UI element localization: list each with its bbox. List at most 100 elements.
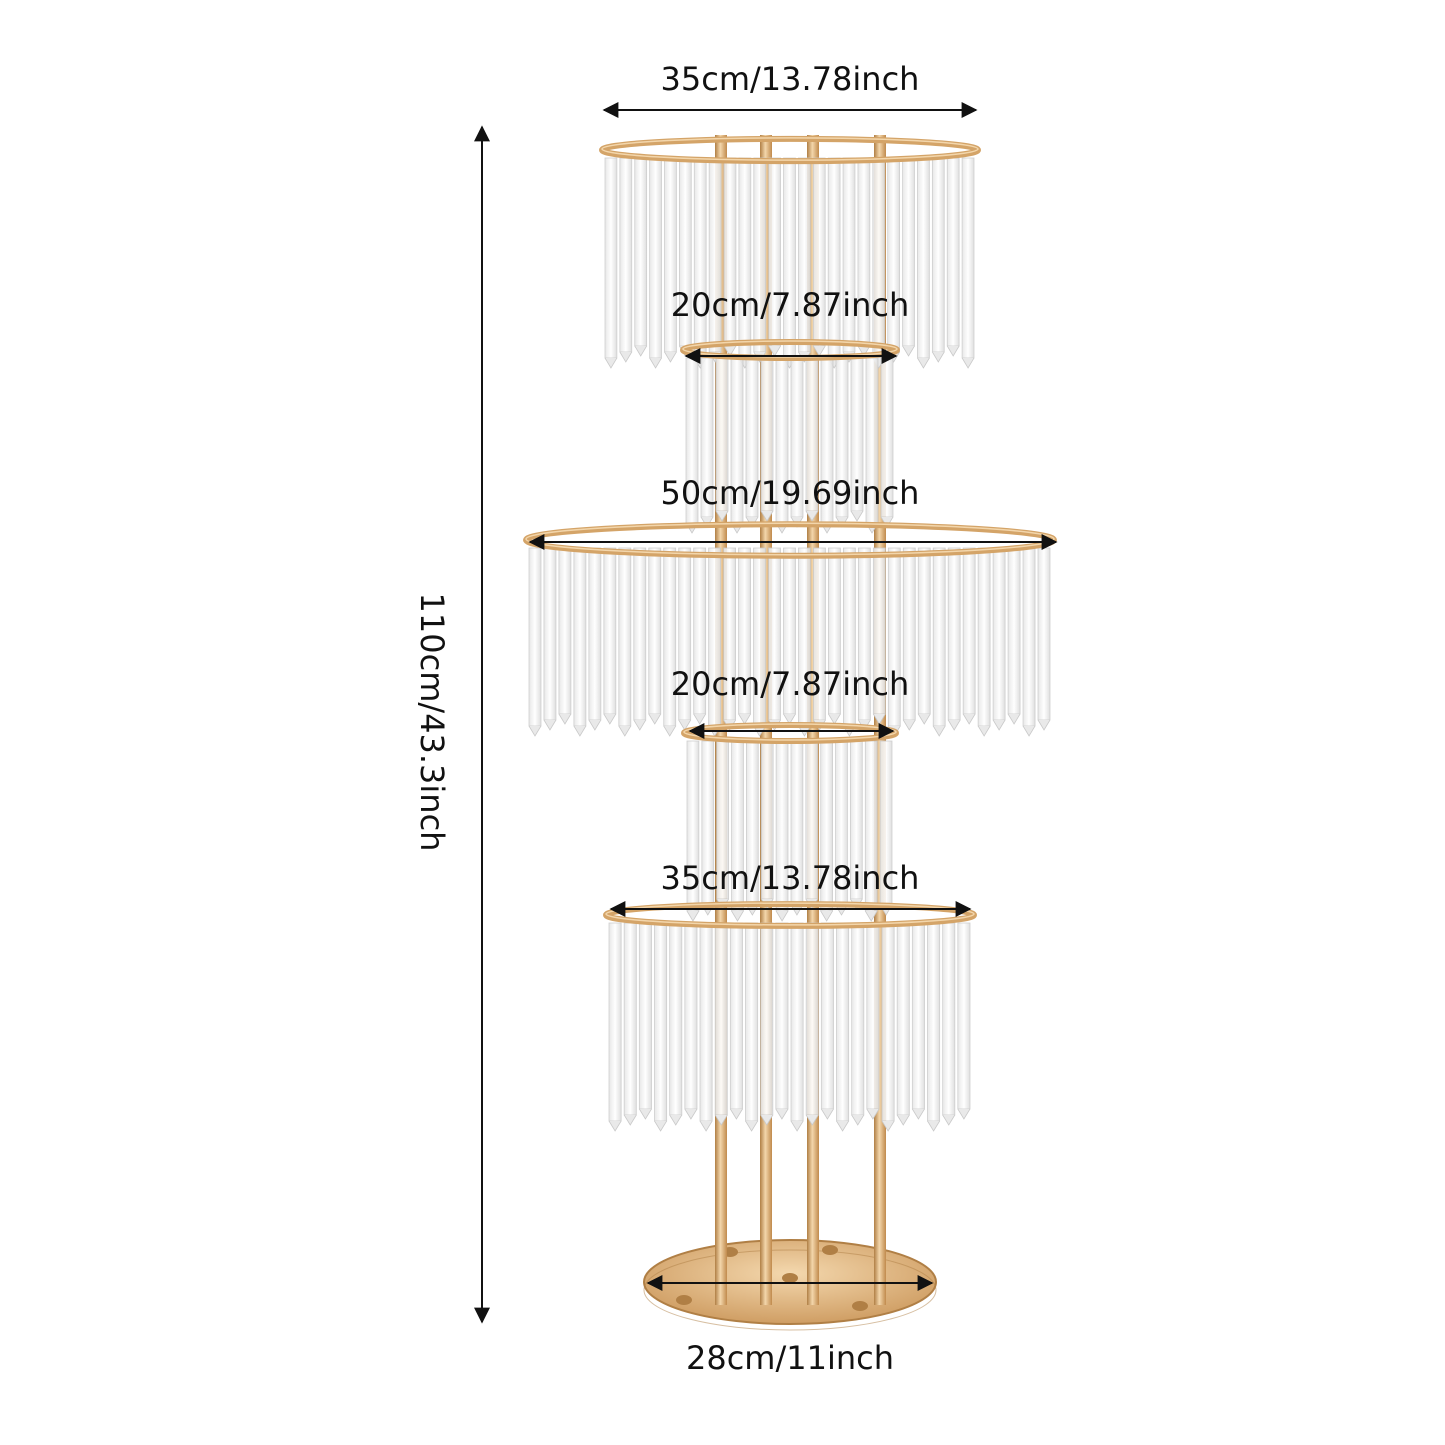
crystal-prism xyxy=(649,157,662,359)
crystal-prism xyxy=(604,157,618,359)
base-width-label: 28cm/11inch xyxy=(685,1339,895,1377)
crystal-prism xyxy=(790,922,804,1122)
crystal-prism xyxy=(684,922,698,1110)
crystal-tip xyxy=(693,713,707,725)
crystal-prism xyxy=(623,922,637,1116)
crystal-prism xyxy=(896,922,910,1116)
top-tier-width-label: 35cm/13.78inch xyxy=(660,60,920,98)
crystal-tip xyxy=(947,719,961,731)
tier-bottom xyxy=(603,901,977,1132)
crystal-prism xyxy=(947,547,961,721)
crystal-prism xyxy=(693,157,707,359)
crystal-prism xyxy=(1037,547,1051,721)
crystal-prism xyxy=(946,157,960,347)
crystal-tip xyxy=(623,1114,637,1126)
crystal-tip xyxy=(1007,713,1021,725)
crystal-prism xyxy=(917,157,930,359)
crystal-tip xyxy=(775,1108,789,1120)
crystal-tip xyxy=(942,1114,956,1126)
crystal-tip xyxy=(543,719,557,731)
crystal-tip xyxy=(962,713,976,725)
crystal-tip xyxy=(1022,725,1036,737)
crystal-tip xyxy=(932,725,946,737)
crystal-tip xyxy=(638,1108,652,1120)
crystal-tip xyxy=(957,1108,971,1120)
crystal-prism xyxy=(633,547,647,721)
crystal-prism xyxy=(820,922,834,1110)
crystal-tip xyxy=(977,725,991,737)
crystal-tip xyxy=(633,719,647,731)
crystal-tip xyxy=(663,725,677,737)
crystal-prism xyxy=(745,922,759,1122)
crystal-prism xyxy=(872,157,886,359)
crystal-tip xyxy=(917,357,930,369)
crystal-prism xyxy=(588,547,602,721)
crystal-prism xyxy=(648,547,662,715)
crystal-tip xyxy=(836,1120,850,1132)
crystal-tip xyxy=(618,725,632,737)
crystal-tip xyxy=(699,1120,713,1132)
crystal-tip xyxy=(961,357,975,369)
crystal-tip xyxy=(715,510,729,522)
crystal-prism xyxy=(573,547,587,727)
crystal-tip xyxy=(917,713,931,725)
lower-small-tier-width-label: 20cm/7.87inch xyxy=(670,665,910,703)
crystal-tip xyxy=(820,910,833,922)
crystal-tip xyxy=(558,713,572,725)
crystal-tip xyxy=(664,351,677,363)
crystal-prism xyxy=(775,922,789,1110)
crystal-tip xyxy=(588,719,602,731)
crystal-prism xyxy=(911,922,925,1110)
crystal-prism xyxy=(881,922,895,1122)
crystal-prism xyxy=(654,922,668,1122)
crystal-tip xyxy=(648,713,662,725)
crystal-prism xyxy=(957,922,971,1110)
crystal-tip xyxy=(714,1114,728,1126)
crystal-tip xyxy=(634,345,647,357)
crystal-prism xyxy=(917,547,931,715)
crystal-tip xyxy=(760,1114,774,1126)
crystal-tip xyxy=(731,910,744,922)
crystal-tip xyxy=(881,1120,895,1132)
crystal-tip xyxy=(805,510,819,522)
crystal-prism xyxy=(738,157,752,359)
crystal-tip xyxy=(669,1114,683,1126)
crystal-tip xyxy=(805,1114,819,1126)
crystal-tip xyxy=(932,351,945,363)
crystal-tip xyxy=(896,1114,910,1126)
crystal-prism xyxy=(638,922,652,1110)
base-foot-2 xyxy=(852,1301,868,1311)
crystal-tip xyxy=(654,1120,668,1132)
crystal-tip xyxy=(850,510,864,522)
crystal-tip xyxy=(775,910,789,922)
crystal-prism xyxy=(729,922,743,1110)
crystal-prism xyxy=(932,547,946,727)
crystal-prism xyxy=(558,547,572,715)
base-foot-5 xyxy=(782,1273,798,1283)
crystal-prism xyxy=(619,157,633,353)
tier-lower-small xyxy=(681,722,899,922)
crystal-tip xyxy=(528,725,542,737)
crystal-tip xyxy=(684,1108,698,1120)
base-foot-1 xyxy=(676,1295,692,1305)
crystal-prism xyxy=(851,922,865,1116)
crystal-prism xyxy=(783,157,796,359)
crystal-prism xyxy=(618,547,632,727)
middle-tier-width-label: 50cm/19.69inch xyxy=(660,474,920,512)
crystal-prism xyxy=(714,922,728,1116)
crystal-tip xyxy=(866,1108,880,1120)
crystal-tip xyxy=(790,1120,804,1132)
gold-ring xyxy=(603,901,977,929)
tier-middle xyxy=(523,521,1057,737)
crystal-prism xyxy=(977,547,991,727)
crystal-tip xyxy=(649,357,662,369)
crystal-tip xyxy=(573,725,587,737)
crystal-prism xyxy=(962,547,976,715)
crystal-prism xyxy=(931,157,945,353)
crystal-tip xyxy=(851,1114,865,1126)
crystal-tip xyxy=(902,719,916,731)
crystal-prism xyxy=(961,157,975,359)
crystal-prism xyxy=(608,922,622,1122)
crystal-tip xyxy=(729,1108,743,1120)
